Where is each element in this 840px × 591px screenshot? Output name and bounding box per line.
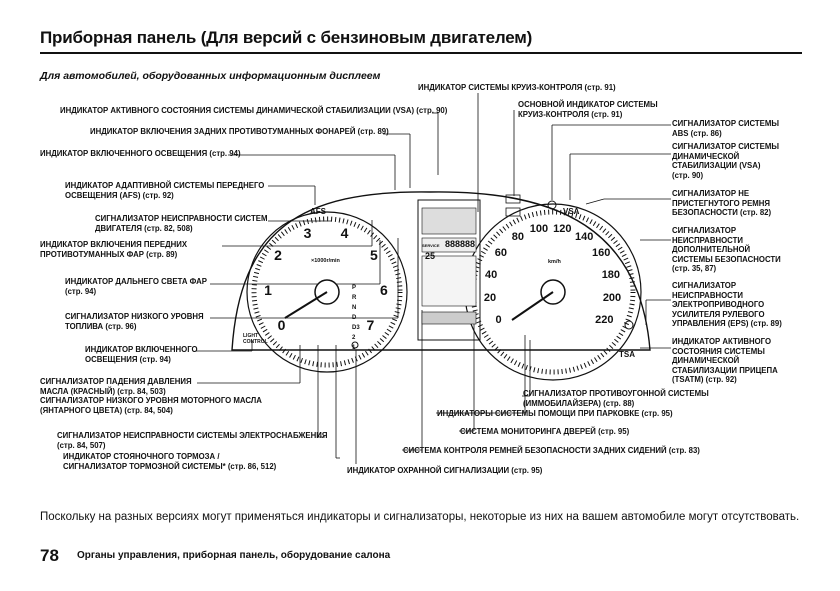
- label-tsa: ИНДИКАТОР АКТИВНОГО СОСТОЯНИЯ СИСТЕМЫ ДИ…: [672, 337, 778, 384]
- speed-number-9: 180: [601, 268, 621, 281]
- tach-number-4: 4: [340, 224, 349, 241]
- section-title: Органы управления, приборная панель, обо…: [77, 550, 391, 561]
- speed-number-3: 60: [494, 247, 508, 260]
- tach-unit: ×1000r/min: [311, 258, 340, 264]
- speed-number-10: 200: [602, 292, 622, 305]
- gear-letter-2: N: [352, 305, 357, 311]
- label-vsa-active: ИНДИКАТОР АКТИВНОГО СОСТОЯНИЯ СИСТЕМЫ ДИ…: [60, 106, 448, 115]
- label-lights-on-1: ИНДИКАТОР ВКЛЮЧЕННОГО ОСВЕЩЕНИЯ (стр. 94…: [40, 149, 241, 158]
- label-high-beam: ИНДИКАТОР ДАЛЬНЕГО СВЕТА ФАР (стр. 94): [65, 277, 207, 296]
- label-rear-belts: СИСТЕМА КОНТРОЛЯ РЕМНЕЙ БЕЗОПАСНОСТИ ЗАД…: [403, 446, 700, 455]
- subtitle: Для автомобилей, оборудованных информаци…: [40, 70, 381, 82]
- label-seatbelt: СИГНАЛИЗАТОР НЕ ПРИСТЕГНУТОГО РЕМНЯ БЕЗО…: [672, 189, 772, 217]
- label-vsa-warning: СИГНАЛИЗАТОР СИСТЕМЫ ДИНАМИЧЕСКОЙ СТАБИЛ…: [672, 142, 779, 180]
- gear-letter-3: D: [352, 315, 357, 321]
- vsa-indicator: VSA: [563, 207, 580, 216]
- gear-letter-0: P: [352, 285, 357, 291]
- label-cruise-main: ОСНОВНОЙ ИНДИКАТОР СИСТЕМЫ КРУИЗ-КОНТРОЛ…: [518, 100, 658, 119]
- afs-indicator: AFS: [310, 207, 326, 216]
- label-srs: СИГНАЛИЗАТОР НЕИСПРАВНОСТИ ДОПОЛНИТЕЛЬНО…: [672, 226, 781, 273]
- label-door-monitor: СИСТЕМА МОНИТОРИНГА ДВЕРЕЙ (стр. 95): [460, 427, 630, 436]
- speed-number-11: 220: [595, 314, 614, 327]
- label-immobilizer: СИГНАЛИЗАТОР ПРОТИВОУГОННОЙ СИСТЕМЫ (ИММ…: [523, 389, 709, 408]
- speed-number-0: 0: [495, 314, 502, 327]
- temp-readout: 25: [425, 251, 436, 261]
- tach-number-2: 2: [274, 246, 282, 263]
- label-security-alarm: ИНДИКАТОР ОХРАННОЙ СИГНАЛИЗАЦИИ (стр. 95…: [347, 466, 543, 475]
- footnote: Поскольку на разных версиях могут примен…: [40, 511, 800, 523]
- speed-number-7: 140: [574, 231, 594, 244]
- tach-number-1: 1: [264, 282, 272, 299]
- speed-number-1: 20: [483, 292, 497, 305]
- title-rule: [40, 52, 802, 54]
- label-abs: СИГНАЛИЗАТОР СИСТЕМЫ ABS (стр. 86): [672, 119, 779, 138]
- label-eps: СИГНАЛИЗАТОР НЕИСПРАВНОСТИ ЭЛЕКТРОПРИВОД…: [672, 281, 782, 328]
- gear-letter-6: 1: [352, 345, 356, 351]
- speed-unit: km/h: [548, 259, 561, 265]
- page-title: Приборная панель (Для версий с бензиновы…: [40, 28, 533, 47]
- label-charging: СИГНАЛИЗАТОР НЕИСПРАВНОСТИ СИСТЕМЫ ЭЛЕКТ…: [57, 431, 328, 450]
- gear-letter-4: D3: [352, 325, 360, 331]
- speed-number-2: 40: [485, 268, 498, 281]
- gear-letter-5: 2: [352, 335, 356, 341]
- speed-number-8: 160: [591, 247, 611, 260]
- label-parking-brake: ИНДИКАТОР СТОЯНОЧНОГО ТОРМОЗА / СИГНАЛИЗ…: [63, 452, 277, 471]
- odo-readout: 888888: [445, 239, 476, 249]
- tach-number-6: 6: [380, 282, 388, 299]
- label-lights-on-2: ИНДИКАТОР ВКЛЮЧЕННОГО ОСВЕЩЕНИЯ (стр. 94…: [85, 345, 198, 364]
- label-engine-malfunction: СИГНАЛИЗАТОР НЕИСПРАВНОСТИ СИСТЕМ ДВИГАТ…: [95, 214, 268, 233]
- label-parking-sensors: ИНДИКАТОРЫ СИСТЕМЫ ПОМОЩИ ПРИ ПАРКОВКЕ (…: [437, 409, 673, 418]
- service-label: SERVICE: [422, 243, 440, 248]
- tach-number-7: 7: [366, 316, 375, 333]
- label-rear-fog: ИНДИКАТОР ВКЛЮЧЕНИЯ ЗАДНИХ ПРОТИВОТУМАНН…: [90, 127, 389, 136]
- light-control-indicator: LIGHT CONTROL: [243, 333, 268, 345]
- label-afs: ИНДИКАТОР АДАПТИВНОЙ СИСТЕМЫ ПЕРЕДНЕГО О…: [65, 181, 265, 200]
- tach-number-3: 3: [303, 224, 312, 241]
- label-low-fuel: СИГНАЛИЗАТОР НИЗКОГО УРОВНЯ ТОПЛИВА (стр…: [65, 312, 204, 331]
- label-oil: СИГНАЛИЗАТОР ПАДЕНИЯ ДАВЛЕНИЯ МАСЛА (КРА…: [40, 377, 262, 415]
- tach-number-5: 5: [370, 246, 378, 263]
- label-front-fog: ИНДИКАТОР ВКЛЮЧЕНИЯ ПЕРЕДНИХ ПРОТИВОТУМА…: [40, 240, 188, 259]
- speed-number-4: 80: [511, 231, 525, 244]
- label-cruise: ИНДИКАТОР СИСТЕМЫ КРУИЗ-КОНТРОЛЯ (стр. 9…: [418, 83, 616, 92]
- page-number: 78: [40, 546, 59, 565]
- gear-letter-1: R: [352, 295, 357, 301]
- tsa-indicator: TSA: [619, 350, 635, 359]
- speed-number-5: 100: [529, 222, 549, 235]
- tach-number-0: 0: [277, 316, 286, 333]
- speed-number-6: 120: [553, 222, 572, 235]
